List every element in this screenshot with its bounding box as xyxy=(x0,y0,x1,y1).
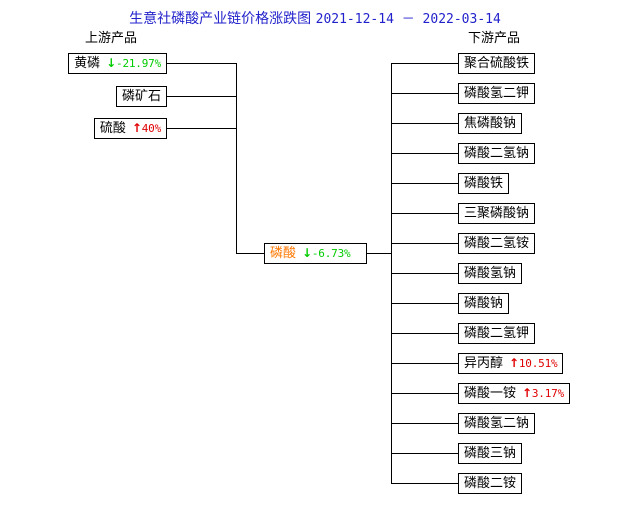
downstream-node[interactable]: 磷酸氢二钾 xyxy=(458,83,536,104)
upstream-node[interactable]: 黄磷 ↓-21.97% xyxy=(68,53,167,74)
downstream-node[interactable]: 磷酸二氢铵 xyxy=(458,233,536,254)
node-label: 磷酸氢二钠 xyxy=(464,416,530,431)
connector-line-horizontal xyxy=(367,253,391,254)
connector-line-horizontal xyxy=(391,363,458,364)
connector-line-horizontal xyxy=(391,243,458,244)
node-label: 磷酸铁 xyxy=(464,176,504,191)
upstream-node[interactable]: 硫酸 ↑40% xyxy=(93,118,167,139)
node-label: 焦磷酸钠 xyxy=(464,116,517,131)
node-label: 异丙醇 xyxy=(464,356,504,371)
node-label: 三聚磷酸钠 xyxy=(464,206,530,221)
node-change: ↓-21.97% xyxy=(106,54,161,73)
connector-line-horizontal xyxy=(391,213,458,214)
downstream-node[interactable]: 异丙醇 ↑10.51% xyxy=(458,353,564,374)
node-label: 黄磷 xyxy=(74,56,101,71)
connector-line-horizontal xyxy=(391,153,458,154)
connector-line-horizontal xyxy=(391,273,458,274)
node-label: 磷酸二氢钠 xyxy=(464,146,530,161)
node-label: 磷酸一铵 xyxy=(464,386,517,401)
node-change: ↑3.17% xyxy=(522,384,564,403)
connector-line-horizontal xyxy=(391,393,458,394)
title-date-range: 2021-12-14 － 2022-03-14 xyxy=(315,12,501,27)
connector-line-horizontal xyxy=(391,63,458,64)
downstream-node[interactable]: 磷酸二铵 xyxy=(458,473,523,494)
node-change-value: 10.51% xyxy=(518,357,558,370)
downstream-column-header: 下游产品 xyxy=(468,31,521,46)
connector-line-horizontal xyxy=(167,96,236,97)
downstream-node[interactable]: 磷酸氢二钠 xyxy=(458,413,536,434)
node-label: 磷酸氢钠 xyxy=(464,266,517,281)
node-change: ↓-6.73% xyxy=(302,244,351,263)
arrow-down-icon: ↓ xyxy=(106,56,117,70)
downstream-node[interactable]: 磷酸二氢钠 xyxy=(458,143,536,164)
node-change-value: -6.73% xyxy=(311,247,351,260)
arrow-up-icon: ↑ xyxy=(131,121,142,135)
node-change: ↑40% xyxy=(132,119,161,138)
downstream-node[interactable]: 磷酸铁 xyxy=(458,173,510,194)
downstream-node[interactable]: 磷酸三钠 xyxy=(458,443,523,464)
downstream-node[interactable]: 三聚磷酸钠 xyxy=(458,203,536,224)
downstream-node[interactable]: 磷酸一铵 ↑3.17% xyxy=(458,383,570,404)
connector-line-horizontal xyxy=(391,303,458,304)
connector-line-horizontal xyxy=(391,483,458,484)
downstream-node[interactable]: 焦磷酸钠 xyxy=(458,113,523,134)
downstream-node[interactable]: 聚合硫酸铁 xyxy=(458,53,536,74)
connector-line-vertical xyxy=(391,63,392,483)
node-label: 磷酸 xyxy=(270,246,297,261)
downstream-node[interactable]: 磷酸二氢钾 xyxy=(458,323,536,344)
connector-line-horizontal xyxy=(167,63,236,64)
upstream-column-header: 上游产品 xyxy=(85,31,138,46)
node-label: 磷酸二氢铵 xyxy=(464,236,530,251)
node-change-value: 40% xyxy=(141,122,161,135)
downstream-node[interactable]: 磷酸钠 xyxy=(458,293,510,314)
connector-line-horizontal xyxy=(391,423,458,424)
page-title: 生意社磷酸产业链价格涨跌图 2021-12-14 － 2022-03-14 xyxy=(0,8,630,28)
node-label: 磷酸氢二钾 xyxy=(464,86,530,101)
connector-line-horizontal xyxy=(391,453,458,454)
node-change-value: 3.17% xyxy=(531,387,564,400)
node-label: 磷酸二铵 xyxy=(464,476,517,491)
arrow-up-icon: ↑ xyxy=(509,356,519,370)
node-label: 磷矿石 xyxy=(121,89,161,104)
connector-line-horizontal xyxy=(391,123,458,124)
downstream-node[interactable]: 磷酸氢钠 xyxy=(458,263,523,284)
node-label: 聚合硫酸铁 xyxy=(464,56,530,71)
connector-line-horizontal xyxy=(391,183,458,184)
connector-line-horizontal xyxy=(167,128,236,129)
connector-line-horizontal xyxy=(391,93,458,94)
node-label: 硫酸 xyxy=(99,121,126,136)
node-label: 磷酸三钠 xyxy=(464,446,517,461)
node-label: 磷酸钠 xyxy=(464,296,504,311)
connector-line-horizontal xyxy=(236,253,264,254)
node-change: ↑10.51% xyxy=(509,354,558,373)
connector-line-vertical xyxy=(236,63,237,253)
upstream-node[interactable]: 磷矿石 xyxy=(115,86,167,107)
connector-line-horizontal xyxy=(391,333,458,334)
node-label: 磷酸二氢钾 xyxy=(464,326,530,341)
center-node[interactable]: 磷酸 ↓-6.73% xyxy=(264,243,367,264)
arrow-up-icon: ↑ xyxy=(522,386,532,400)
arrow-down-icon: ↓ xyxy=(302,246,312,260)
title-text: 生意社磷酸产业链价格涨跌图 xyxy=(129,11,312,27)
node-change-value: -21.97% xyxy=(116,57,161,70)
